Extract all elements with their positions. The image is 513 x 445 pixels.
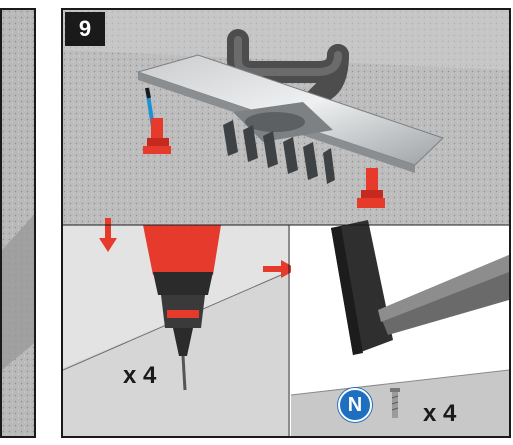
adjustable-foot-left [143,118,171,154]
step-number-badge: 9 [65,12,105,46]
arrow-down-icon [99,218,117,252]
drain-pipe [227,29,349,113]
assembly-illustration [63,10,509,436]
part-letter-badge: N [338,388,372,422]
step-panel: 9 x 4 N x 4 [61,8,511,438]
screw-quantity-label: x 4 [423,400,457,427]
shower-channel [136,54,444,184]
adjustable-foot-right [357,168,385,208]
hammer [331,220,509,355]
previous-step-panel [0,8,36,438]
power-drill [143,225,221,391]
drill-quantity-label: x 4 [123,362,157,389]
screw-icon [390,388,400,418]
previous-step-scene [2,10,34,436]
